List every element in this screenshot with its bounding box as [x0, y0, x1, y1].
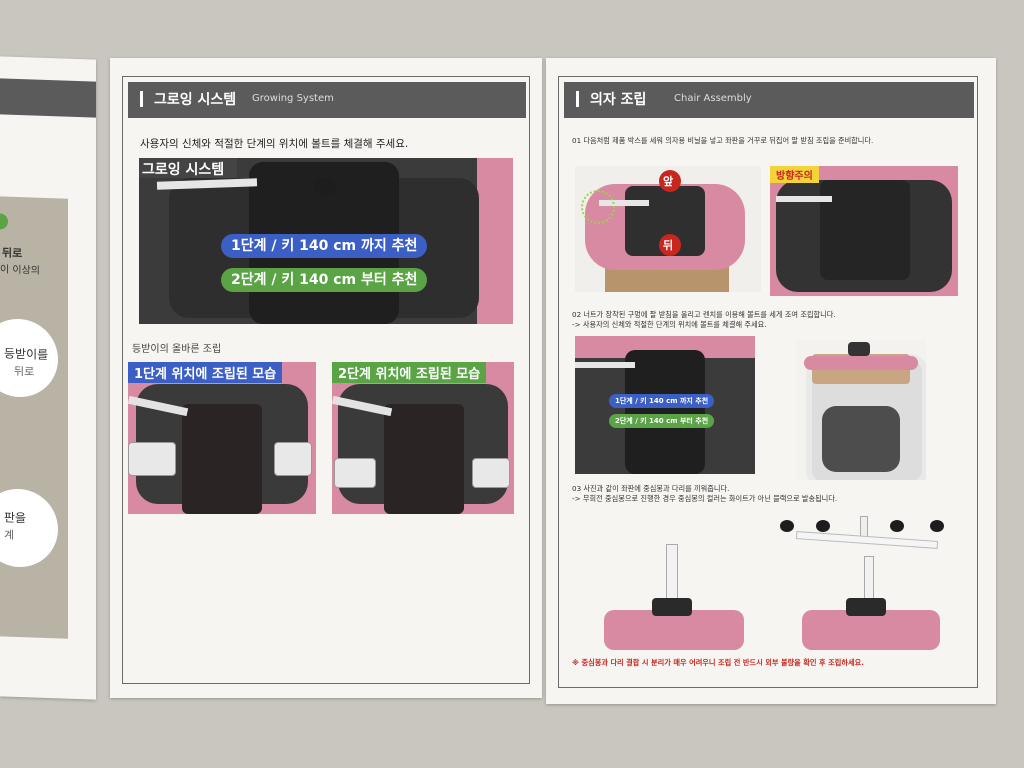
caster-4: [930, 520, 944, 532]
pink-rim-02: [575, 336, 755, 358]
arm-rail-step1: [599, 200, 649, 206]
growing-instruction: 사용자의 신체와 적절한 단계의 위치에 볼트를 체결해 주세요.: [140, 138, 409, 150]
left-header-strip: [0, 78, 96, 118]
step1-assembly-photo: 1단계 위치에 조립된 모습: [128, 362, 316, 514]
assembly-section-label: 등받이의 올바른 조립: [132, 344, 222, 355]
pink-cushion-right: [477, 158, 513, 324]
photo-label: 그로잉 시스템: [142, 162, 225, 178]
arm-rail-02: [575, 362, 635, 368]
chair-header: 의자 조립 Chair Assembly: [564, 82, 974, 118]
growing-header: 그로잉 시스템 Growing System: [128, 82, 526, 118]
left-text-6: 계: [4, 528, 15, 542]
chair-header-bar-mark: [576, 91, 579, 107]
back-plate-1: [182, 404, 262, 514]
photo-label-bg: [139, 158, 237, 178]
left-text-1: 뒤로: [2, 246, 23, 261]
step2-assembly-photo: 2단계 위치에 조립된 모습: [332, 362, 514, 514]
caster-parts: [780, 516, 950, 556]
step-03-note: -> 무회전 중심봉으로 진행한 경우 중심봉의 컬러는 화이트가 아닌 블랙으…: [572, 494, 838, 503]
dark-seat: [822, 406, 900, 472]
step1-badge: 1단계 / 키 140 cm 까지 추천: [221, 234, 428, 258]
left-text-4: 뒤로: [14, 364, 35, 379]
right-pad-2: [472, 458, 510, 488]
arm-rail-dir: [776, 196, 832, 202]
chair-frame: [558, 76, 978, 688]
growing-title: 그로잉 시스템: [154, 92, 237, 108]
caster-2: [816, 520, 830, 532]
mechanism-right: [846, 598, 886, 616]
direction-photo: 방향주의: [770, 166, 958, 296]
plate-hole-1: [314, 178, 336, 196]
front-marker: [659, 170, 681, 192]
header-bar-mark: [140, 91, 143, 107]
right-pad-1: [274, 442, 312, 476]
left-partial-page: 뒤로 이 이상의 등받이를 뒤로 판을 계: [0, 56, 96, 700]
step-01-text: 01 다음처럼 제품 박스를 세워 의자용 비닐을 넣고 좌판을 거꾸로 뒤집어…: [572, 136, 874, 145]
chair-subtitle: Chair Assembly: [674, 93, 752, 104]
mechanism-left: [652, 598, 692, 616]
step02-photo: 1단계 / 키 140 cm 까지 추천 2단계 / 키 140 cm 부터 추…: [575, 336, 755, 474]
left-text-3: 등받이를: [4, 346, 49, 363]
step-02-text: 02 너트가 장착된 구멍에 팔 받침을 올리고 렌치를 이용해 볼트를 세게 …: [572, 310, 836, 319]
caster-3: [890, 520, 904, 532]
headrest-knob: [848, 342, 870, 356]
left-pad-1: [128, 442, 176, 476]
plate-02: [625, 350, 705, 474]
seat-right-assembly: [802, 610, 940, 650]
warning-note: ※ 중심봉과 다리 결합 시 분리가 매우 어려우니 조립 전 반드시 외부 불…: [572, 658, 864, 667]
step2-photo-label: 2단계 위치에 조립된 모습: [332, 362, 487, 383]
seat-left-assembly: [604, 610, 744, 650]
growing-photo: 그로잉 시스템 1단계 / 키 140 cm 까지 추천 2단계 / 키 140…: [139, 158, 513, 324]
assembled-seat-photo: [796, 340, 926, 480]
step-03-text: 03 사진과 같이 좌판에 중심봉과 다리를 끼워줍니다.: [572, 484, 730, 493]
direction-label: 방향주의: [770, 166, 819, 183]
gas-lift-left: [666, 544, 678, 602]
mini-step1-badge: 1단계 / 키 140 cm 까지 추천: [609, 394, 715, 408]
gas-lift-right: [864, 556, 874, 600]
back-label: 뒤: [663, 239, 674, 252]
growing-subtitle: Growing System: [252, 93, 334, 104]
front-back-photo: 앞 뒤: [575, 166, 761, 292]
chair-title: 의자 조립: [590, 92, 647, 108]
growing-frame: [122, 76, 530, 684]
front-label: 앞: [663, 175, 674, 188]
step2-badge: 2단계 / 키 140 cm 부터 추천: [221, 268, 428, 292]
back-marker: [659, 234, 681, 256]
back-plate-2: [384, 404, 464, 514]
seat-plate-dir: [820, 180, 910, 280]
caster-1: [780, 520, 794, 532]
step-02-note: -> 사용자의 신체와 적절한 단계의 위치에 볼트를 체결해 주세요.: [572, 320, 767, 329]
left-text-5: 판을: [4, 510, 27, 526]
left-pad-2: [334, 458, 376, 488]
dotted-circle: [581, 190, 615, 224]
pink-roll: [804, 356, 918, 370]
step1-photo-label: 1단계 위치에 조립된 모습: [128, 362, 283, 383]
mini-step2-badge: 2단계 / 키 140 cm 부터 추천: [609, 414, 715, 428]
left-text-2: 이 이상의: [0, 264, 40, 277]
